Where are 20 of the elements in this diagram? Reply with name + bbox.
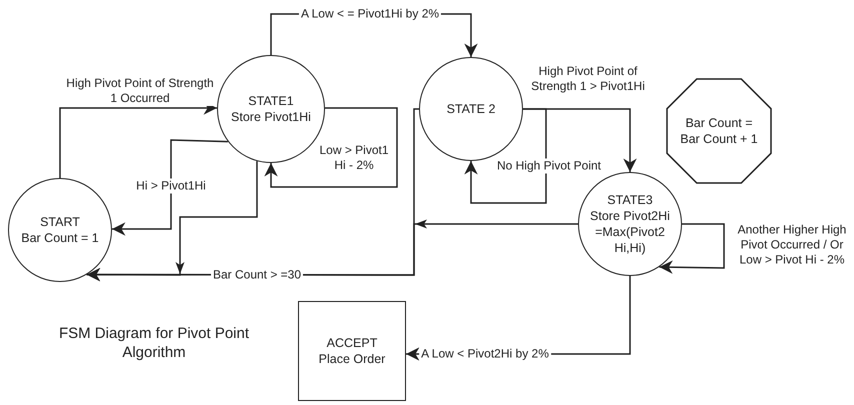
accept-state-box	[298, 301, 406, 401]
diagram-caption: FSM Diagram for Pivot Point Algorithm	[58, 324, 250, 362]
edge-label: Another Higher High Pivot Occurred / Or Low > Pivot Hi - 2%	[736, 222, 848, 268]
edge-label: Hi > Pivot1Hi	[134, 178, 208, 194]
state-label: Place Order	[318, 351, 386, 367]
edge-label: A Low < = Pivot1Hi by 2%	[298, 6, 442, 22]
state-label: Store Pivot1Hi	[231, 109, 311, 125]
state-label: Bar Count = 1	[21, 230, 99, 246]
edge-label: A Low < Pivot2Hi by 2%	[419, 346, 551, 362]
state-label: Bar Count = Bar Count + 1	[679, 115, 759, 147]
octagon-shape	[666, 78, 772, 184]
state-label: STATE3	[607, 192, 653, 208]
state-label: START	[40, 214, 80, 230]
edge-label: Low > Pivot1 Hi - 2%	[318, 143, 390, 173]
state-label: STATE 2	[446, 101, 496, 117]
edge-label: No High Pivot Point	[494, 158, 604, 174]
state-label: Store Pivot2Hi =Max(Pivot2 Hi,Hi)	[589, 208, 671, 256]
state-label: ACCEPT	[326, 335, 378, 351]
state-label: STATE1	[248, 93, 294, 109]
edge-label: High Pivot Point of Strength 1 > Pivot1Hi	[530, 64, 646, 94]
